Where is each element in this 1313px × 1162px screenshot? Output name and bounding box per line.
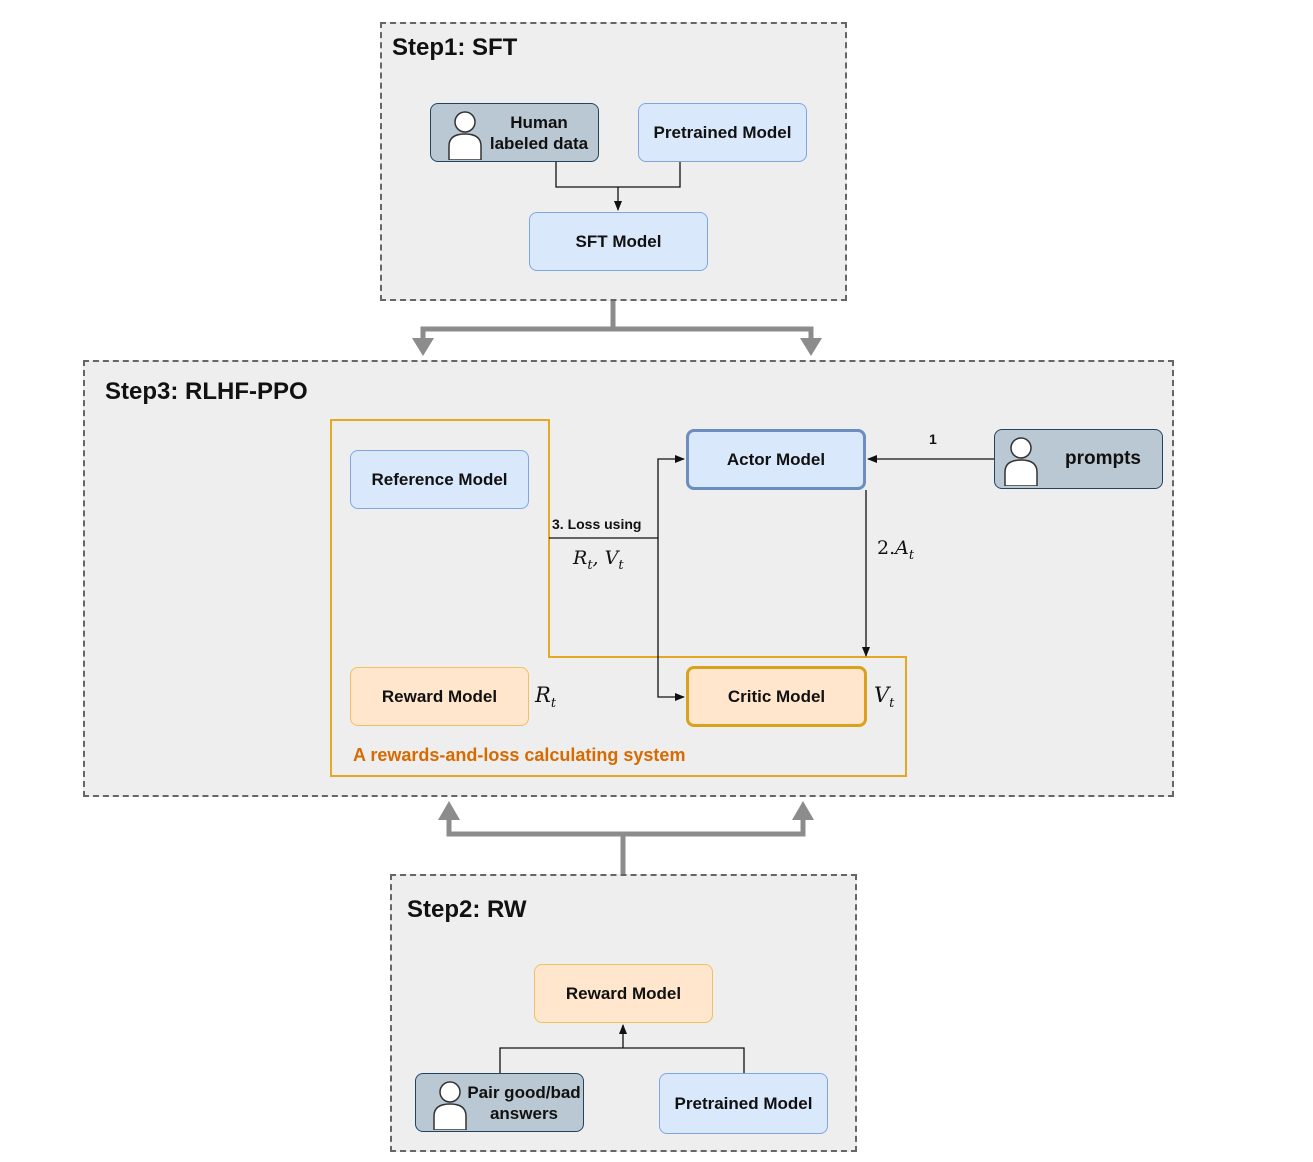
edge-label-advantage: 2.At xyxy=(877,537,915,563)
loss-label: 3. Loss using xyxy=(552,516,642,532)
pair-good-bad-node: Pair good/bad answers xyxy=(415,1073,584,1132)
step2-pretrained-model-node: Pretrained Model xyxy=(659,1073,828,1134)
step2-title: Step2: RW xyxy=(407,896,527,923)
person-icon xyxy=(433,1081,467,1130)
step1-pretrained-model-node: Pretrained Model xyxy=(638,103,807,162)
pair-label-line1: Pair good/bad xyxy=(467,1083,581,1102)
edge-label-1: 1 xyxy=(929,431,937,447)
step1-title: Step1: SFT xyxy=(392,34,518,61)
human-labeled-data-node: Human labeled data xyxy=(430,103,599,162)
human-label-line1: Human xyxy=(510,113,568,132)
prompts-node: prompts xyxy=(994,429,1163,489)
step3-title: Step3: RLHF-PPO xyxy=(105,378,308,405)
sft-model-node: SFT Model xyxy=(529,212,708,271)
person-icon xyxy=(448,111,482,160)
actor-model-node: Actor Model xyxy=(686,429,866,490)
step1-to-step3-arrow xyxy=(420,301,814,343)
rt-label: Rt xyxy=(535,683,557,712)
step2-to-step3-arrow xyxy=(446,815,806,874)
critic-model-node: Critic Model xyxy=(686,666,867,727)
step3-panel: Step3: RLHF-PPO xyxy=(83,360,1174,797)
person-icon xyxy=(1004,437,1038,486)
step2-reward-model-node: Reward Model xyxy=(534,964,713,1023)
loss-math-label: Rt, Vt xyxy=(573,547,624,573)
human-label-line2: labeled data xyxy=(489,134,589,153)
reference-model-node: Reference Model xyxy=(350,450,529,509)
system-label: A rewards-and-loss calculating system xyxy=(353,745,686,765)
step3-reward-model-node: Reward Model xyxy=(350,667,529,726)
pair-label-line2: answers xyxy=(489,1104,559,1123)
prompts-label: prompts xyxy=(1065,448,1141,469)
vt-label: Vt xyxy=(874,683,895,712)
